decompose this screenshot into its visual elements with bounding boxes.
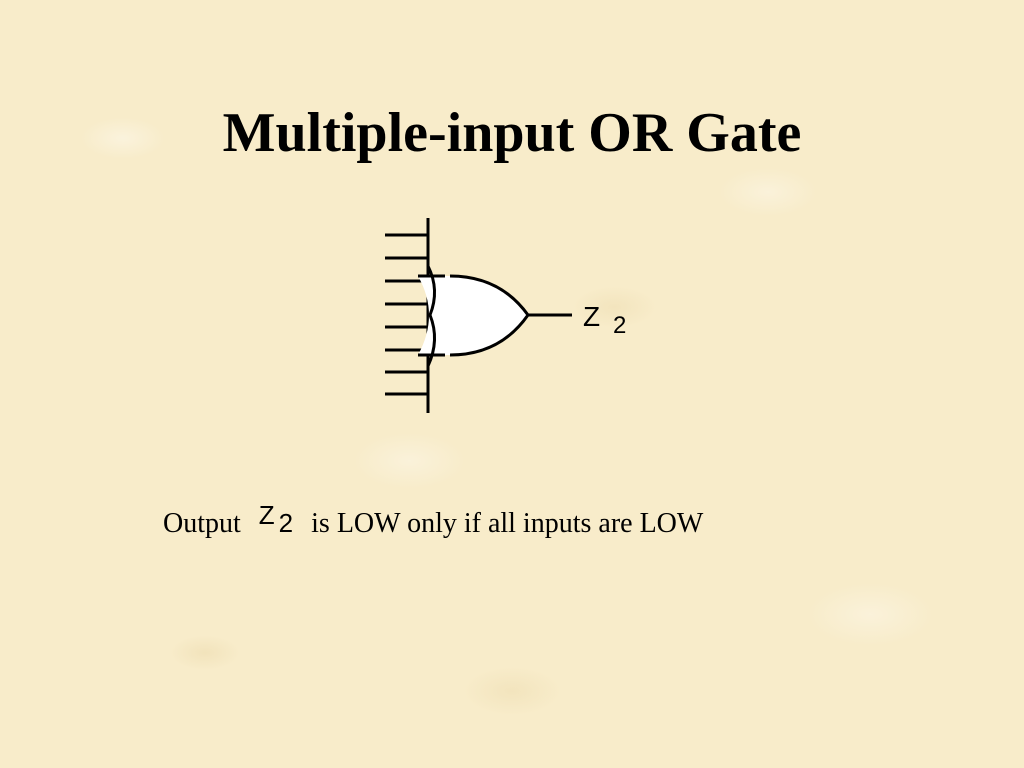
caption-variable-subscript: 2 <box>278 508 294 538</box>
caption-suffix: is LOW only if all inputs are LOW <box>311 508 704 539</box>
output-label: Z <box>583 301 600 332</box>
or-gate-back-curve <box>426 265 436 367</box>
or-gate-body <box>418 276 528 355</box>
caption-prefix: Output <box>163 508 241 539</box>
slide-title: Multiple-input OR Gate <box>222 102 802 164</box>
input-lines <box>385 233 428 396</box>
output-subscript: 2 <box>613 312 626 339</box>
caption-variable-letter: Z <box>258 500 275 530</box>
